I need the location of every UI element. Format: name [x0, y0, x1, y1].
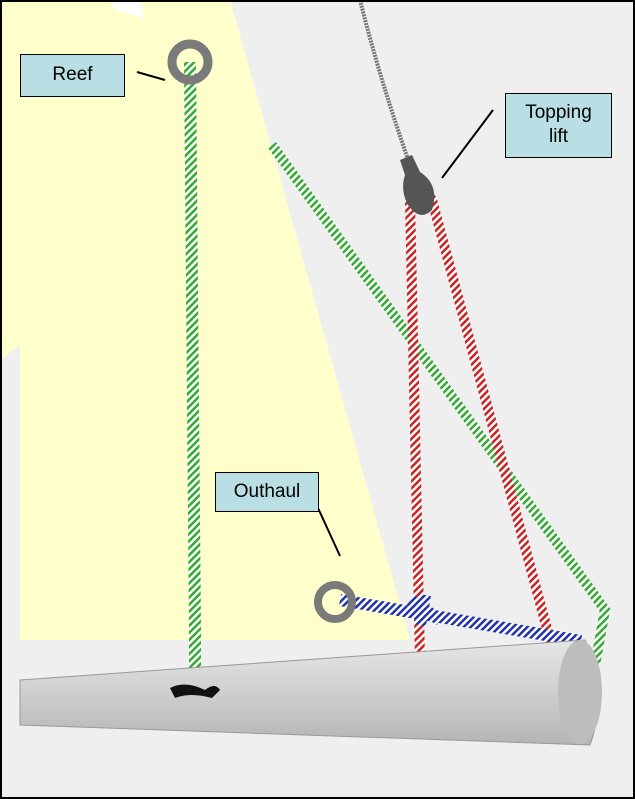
sail-notch — [110, 0, 145, 18]
reef-cringle — [167, 39, 213, 85]
topping-lift-pointer — [441, 109, 494, 179]
reef-pointer — [136, 71, 166, 81]
outhaul-label: Outhaul — [215, 472, 319, 512]
outhaul-ring — [314, 581, 356, 623]
reef-label: Reef — [20, 54, 125, 97]
boom-cleat — [170, 684, 220, 698]
topping-lift-wire — [358, 0, 412, 166]
topping-lift-label: Topping lift — [505, 93, 612, 158]
reef-line-vertical — [184, 61, 201, 690]
sail-notch-left — [0, 345, 20, 640]
outhaul-pointer — [317, 507, 341, 557]
boom-end — [558, 640, 602, 744]
reef-line-diagonal — [267, 142, 611, 666]
topping-lift-block — [400, 155, 435, 215]
outhaul-knot — [406, 594, 444, 626]
